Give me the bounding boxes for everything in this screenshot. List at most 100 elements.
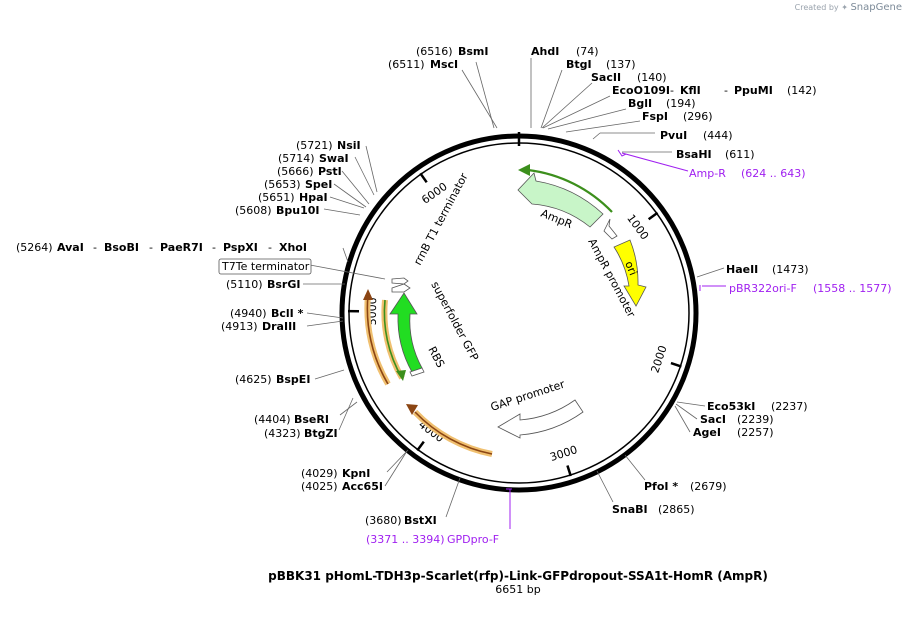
sacii-name: SacII — [591, 71, 621, 84]
avai-sep1: - — [93, 241, 97, 254]
primer-labels: Amp-R (624 .. 643) pBR322ori-F (1558 .. … — [366, 167, 892, 546]
plasmid-title: pBBK31 pHomL-TDH3p-Scarlet(rfp)-Link-GFP… — [268, 569, 768, 583]
ampr-orf-arrow — [527, 168, 613, 213]
credit-created-by: Created by — [794, 3, 839, 12]
fspi-name: FspI — [642, 110, 668, 123]
pbr322ori-f-primer-range: (1558 .. 1577) — [813, 282, 892, 295]
primer-marks — [506, 149, 726, 529]
tick-mark — [419, 172, 428, 184]
xhoi-name: XhoI — [279, 241, 307, 254]
agei-name: AgeI — [693, 426, 721, 439]
btgzi-name: BtgZI — [304, 427, 338, 440]
avai-pos: (5264) — [16, 241, 53, 254]
snapgene-logo-icon: ✦ — [841, 3, 848, 12]
rbs-feature — [409, 367, 425, 377]
site-leader-lines — [303, 58, 725, 518]
bspei-pos: (4625) — [235, 373, 272, 386]
ampr-feature — [517, 172, 604, 228]
bsahi-pos: (611) — [725, 148, 755, 161]
t7te-label-box — [218, 258, 312, 275]
msci-pos: (6511) — [388, 58, 425, 71]
t7te-label: T7Te terminator — [221, 260, 310, 273]
btgzi-pos: (4323) — [264, 427, 301, 440]
psti-pos: (5666) — [277, 165, 314, 178]
enzyme-labels: (6516) BsmI (6511) MscI AhdI (74) BtgI (… — [16, 45, 817, 527]
tick-label: 3000 — [548, 443, 579, 464]
pbr322ori-f-primer-name: pBR322ori-F — [729, 282, 797, 295]
ecoo109i-pos: (142) — [787, 84, 817, 97]
rrnb-terminator-feature — [391, 283, 411, 293]
snapgene-credit: Created by ✦ SnapGene — [795, 2, 902, 13]
rbs-label: RBS — [425, 344, 447, 370]
bspei-name: BspEI — [276, 373, 310, 386]
bcli-name: BclI * — [271, 307, 304, 320]
scarlet-orf-line — [414, 411, 493, 455]
pfoi-name: PfoI * — [644, 480, 678, 493]
gpdpro-f-primer-range: (3371 .. 3394) — [366, 533, 445, 546]
swai-name: SwaI — [319, 152, 349, 165]
ppumi-name: PpuMI — [734, 84, 773, 97]
bcli-pos: (4940) — [230, 307, 267, 320]
amp-r-primer-name: Amp-R — [689, 167, 726, 180]
kpni-pos: (4029) — [301, 467, 338, 480]
msci-name: MscI — [430, 58, 458, 71]
ahdi-pos: (74) — [576, 45, 599, 58]
bsmi-pos: (6516) — [416, 45, 453, 58]
tick-mark — [566, 465, 572, 477]
nsii-pos: (5721) — [296, 139, 333, 152]
bsmi-name: BsmI — [458, 45, 489, 58]
haeii-pos: (1473) — [772, 263, 809, 276]
bgli-name: BglI — [628, 97, 652, 110]
bsrgi-pos: (5110) — [226, 278, 263, 291]
ampr-promoter-feature — [603, 218, 618, 240]
acc65i-name: Acc65I — [342, 480, 383, 493]
pvui-name: PvuI — [660, 129, 687, 142]
snabi-pos: (2865) — [658, 503, 695, 516]
gfp-orf-arrowhead — [396, 370, 406, 381]
psti-name: PstI — [318, 165, 342, 178]
hpai-name: HpaI — [299, 191, 328, 204]
avai-sep2: - — [149, 241, 153, 254]
plasmid-size: 6651 bp — [495, 583, 540, 596]
draiii-name: DraIII — [262, 320, 296, 333]
features — [363, 164, 647, 457]
eco53ki-name: Eco53kI — [707, 400, 755, 413]
bsahi-name: BsaHI — [676, 148, 712, 161]
t7te-terminator-feature — [391, 277, 409, 285]
hpai-pos: (5651) — [258, 191, 295, 204]
gap-promoter-feature — [497, 399, 584, 439]
avai-sep3: - — [212, 241, 216, 254]
tick-mark — [416, 440, 425, 452]
snabi-name: SnaBI — [612, 503, 648, 516]
spei-name: SpeI — [305, 178, 332, 191]
tick-label: 2000 — [649, 344, 670, 375]
bsrgi-name: BsrGI — [267, 278, 300, 291]
gpdpro-f-primer-name: GPDpro-F — [447, 533, 499, 546]
bgli-pos: (194) — [666, 97, 696, 110]
kpni-name: KpnI — [342, 467, 370, 480]
credit-brand: SnapGene — [850, 2, 902, 13]
draiii-pos: (4913) — [221, 320, 258, 333]
ori-label: ori — [622, 259, 639, 277]
pspxi-name: PspXI — [223, 241, 258, 254]
swai-pos: (5714) — [278, 152, 315, 165]
avai-name: AvaI — [57, 241, 84, 254]
bpu10i-pos: (5608) — [235, 204, 272, 217]
kfli-name: KflI — [680, 84, 701, 97]
ecoo109i-sep2: - — [724, 84, 728, 97]
bstxi-name: BstXI — [404, 514, 437, 527]
pfoi-pos: (2679) — [690, 480, 727, 493]
bstxi-pos: (3680) — [365, 514, 402, 527]
amp-r-primer-range: (624 .. 643) — [741, 167, 806, 180]
haeii-name: HaeII — [726, 263, 758, 276]
tick-mark — [670, 361, 682, 368]
tick-mark — [647, 211, 659, 221]
scarlet-orf-arrowhead — [406, 404, 418, 415]
sacii-pos: (140) — [637, 71, 667, 84]
superfolder-gfp-feature — [389, 292, 423, 373]
ahdi-name: AhdI — [531, 45, 559, 58]
gap-promoter-label: GAP promoter — [489, 377, 567, 413]
pvui-pos: (444) — [703, 129, 733, 142]
bpu10i-name: Bpu10I — [276, 204, 320, 217]
